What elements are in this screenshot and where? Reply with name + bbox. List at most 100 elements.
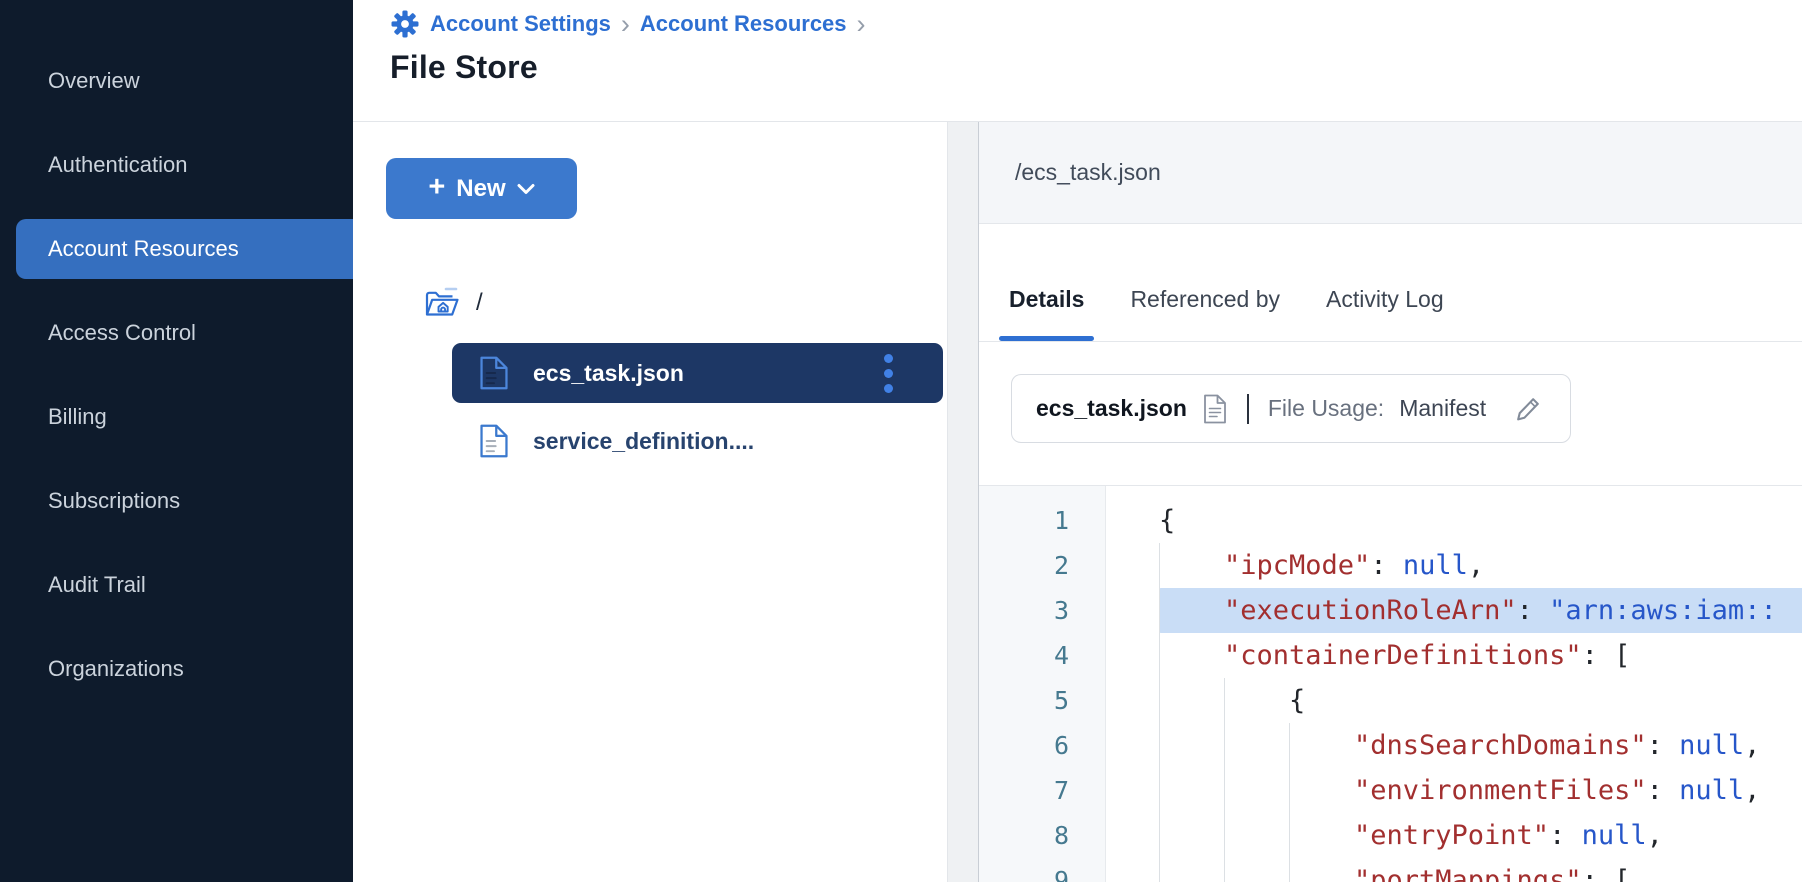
code-token: null xyxy=(1581,820,1647,851)
code-token: , xyxy=(1744,775,1761,806)
code-token: , xyxy=(1646,820,1663,851)
sidebar-item-audit-trail[interactable]: Audit Trail xyxy=(0,543,353,627)
vertical-divider xyxy=(1246,393,1249,424)
indent-guide xyxy=(1224,723,1225,768)
tab-label: Activity Log xyxy=(1326,286,1444,312)
file-icon xyxy=(478,356,510,390)
indent-guide xyxy=(1289,723,1290,768)
code-token: : xyxy=(1581,640,1615,671)
document-icon xyxy=(1202,393,1228,425)
line-number: 3 xyxy=(1053,596,1069,625)
code-line: 7"environmentFiles": null, xyxy=(979,768,1802,813)
code-token: "containerDefinitions" xyxy=(1224,640,1582,671)
code-token: "environmentFiles" xyxy=(1354,775,1647,806)
root-folder-row[interactable]: / xyxy=(423,283,947,323)
chevron-right-icon: › xyxy=(856,9,866,39)
tab-referenced-by[interactable]: Referenced by xyxy=(1130,284,1280,341)
sidebar-item-label: Subscriptions xyxy=(48,488,181,513)
sidebar-item-label: Audit Trail xyxy=(48,572,146,597)
breadcrumb-links: Account Settings›Account Resources› xyxy=(430,9,866,39)
code-token: , xyxy=(1744,730,1761,761)
code-line: 6"dnsSearchDomains": null, xyxy=(979,723,1802,768)
line-number: 1 xyxy=(1053,506,1069,535)
code-editor[interactable]: 1{2"ipcMode": null,3"executionRoleArn": … xyxy=(979,486,1802,882)
page-header: Account Settings›Account Resources› File… xyxy=(353,0,1802,122)
new-button-label: New xyxy=(456,174,506,202)
indent-guide xyxy=(1289,858,1290,882)
indent-guide xyxy=(1289,813,1290,858)
sidebar-item-access-control[interactable]: Access Control xyxy=(0,291,353,375)
code-line: 1{ xyxy=(979,498,1802,543)
indent-guide xyxy=(1159,723,1160,768)
line-number-gutter xyxy=(979,486,1106,882)
code-line-content: "portMappings": [ xyxy=(1159,858,1802,882)
code-line-content: { xyxy=(1159,678,1802,723)
folder-home-icon xyxy=(423,286,461,320)
tab-activity-log[interactable]: Activity Log xyxy=(1326,284,1444,341)
code-token: "portMappings" xyxy=(1354,865,1582,882)
code-line: 5{ xyxy=(979,678,1802,723)
sidebar-item-account-resources[interactable]: Account Resources xyxy=(16,219,353,279)
code-line-content: "containerDefinitions": [ xyxy=(1159,633,1802,678)
code-token: null xyxy=(1679,775,1745,806)
details-section: ecs_task.json File Usage: Manifest xyxy=(979,342,1802,486)
sidebar-item-subscriptions[interactable]: Subscriptions xyxy=(0,459,353,543)
code-token: { xyxy=(1289,685,1306,716)
file-name: ecs_task.json xyxy=(1036,395,1187,421)
code-line: 8"entryPoint": null, xyxy=(979,813,1802,858)
line-number: 8 xyxy=(1053,821,1069,850)
gear-icon xyxy=(390,9,420,39)
indent-guide xyxy=(1224,813,1225,858)
code-token: : xyxy=(1516,595,1550,626)
tab-details[interactable]: Details xyxy=(998,284,1095,341)
page-title: File Store xyxy=(390,49,538,85)
code-token: null xyxy=(1402,550,1468,581)
sidebar-item-overview[interactable]: Overview xyxy=(0,39,353,123)
breadcrumb-link-account-settings[interactable]: Account Settings xyxy=(430,11,611,36)
code-line-content: "ipcMode": null, xyxy=(1159,543,1802,588)
file-row-label: ecs_task.json xyxy=(533,359,684,386)
line-number: 2 xyxy=(1053,551,1069,580)
indent-guide xyxy=(1159,813,1160,858)
sidebar-item-authentication[interactable]: Authentication xyxy=(0,123,353,207)
code-token: { xyxy=(1159,505,1176,536)
breadcrumb-link-account-resources[interactable]: Account Resources xyxy=(639,11,847,36)
sidebar-item-organizations[interactable]: Organizations xyxy=(0,627,353,711)
pencil-icon xyxy=(1517,398,1539,421)
code-token: : xyxy=(1549,820,1582,851)
indent-guide xyxy=(1224,678,1225,723)
file-row-ecs-task-json[interactable]: ecs_task.json xyxy=(452,343,943,403)
file-list: ecs_task.json service_definition.... xyxy=(386,343,947,471)
file-path-bar: /ecs_task.json xyxy=(979,122,1802,224)
sidebar-item-label: Access Control xyxy=(48,320,196,345)
file-info-card: ecs_task.json File Usage: Manifest xyxy=(1011,374,1572,443)
sidebar-item-label: Overview xyxy=(48,68,140,93)
file-row-service-definition[interactable]: service_definition.... xyxy=(452,411,943,471)
chevron-down-icon xyxy=(517,183,535,194)
code-line: 2 "ipcMode": null, xyxy=(979,543,1802,588)
sidebar-item-label: Account Resources xyxy=(48,236,239,261)
code-token: : xyxy=(1370,550,1403,581)
breadcrumb: Account Settings›Account Resources› xyxy=(390,9,1802,39)
file-usage-label: File Usage: xyxy=(1267,395,1385,421)
sidebar-item-label: Authentication xyxy=(48,152,188,177)
code-line-content: "environmentFiles": null, xyxy=(1159,768,1802,813)
edit-usage-button[interactable] xyxy=(1511,391,1546,426)
sidebar-item-label: Billing xyxy=(48,404,107,429)
tab-label: Referenced by xyxy=(1130,286,1281,312)
sidebar-item-label: Organizations xyxy=(48,656,184,681)
indent-guide xyxy=(1159,678,1160,723)
code-token: [ xyxy=(1614,865,1631,882)
code-line: 4"containerDefinitions": [ xyxy=(979,633,1802,678)
indent-guide xyxy=(1159,768,1160,813)
code-lines: 1{2"ipcMode": null,3"executionRoleArn": … xyxy=(979,486,1802,882)
new-button[interactable]: + New xyxy=(386,158,577,219)
code-line-content: { xyxy=(1159,498,1802,543)
code-token: "arn:aws:iam:: xyxy=(1549,595,1777,626)
file-row-label: service_definition.... xyxy=(533,427,755,454)
kebab-menu-icon[interactable] xyxy=(880,350,897,397)
sidebar-item-billing[interactable]: Billing xyxy=(0,375,353,459)
